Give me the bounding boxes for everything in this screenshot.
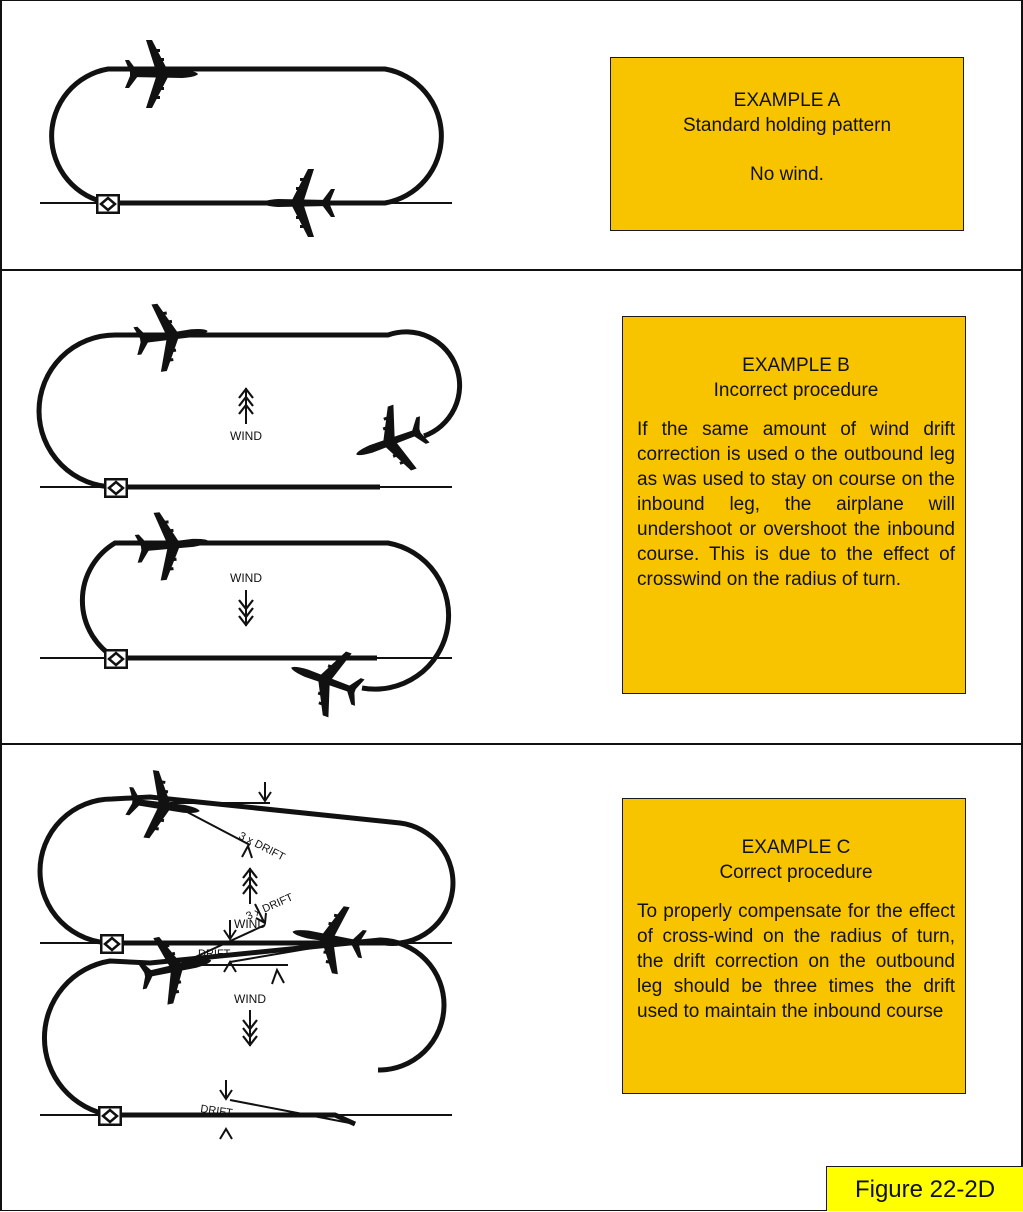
example-b-subtitle: Incorrect procedure bbox=[713, 380, 879, 401]
example-b-pattern-wind-down: WIND bbox=[40, 507, 452, 725]
holding-track-inbound-drift bbox=[229, 1099, 356, 1125]
example-c-box: EXAMPLE C Correct procedure To properly … bbox=[622, 798, 966, 1094]
airplane-icon bbox=[122, 767, 205, 845]
example-c-pattern-wind-up: 3 x DRIFT WIND DRIFT bbox=[37, 767, 456, 978]
airplane-icon bbox=[344, 397, 437, 487]
drift-arrow-icon bbox=[219, 1080, 233, 1101]
wind-arrow-up-icon bbox=[241, 866, 259, 906]
example-b-pattern-wind-up: WIND bbox=[36, 297, 463, 498]
example-a-pattern bbox=[40, 40, 452, 237]
example-c-title: EXAMPLE C bbox=[741, 837, 851, 858]
fix-icon bbox=[104, 478, 128, 498]
drift-arrow-icon bbox=[241, 843, 253, 859]
airplane-icon bbox=[286, 898, 371, 978]
example-c-body: To properly compensate for the effect of… bbox=[637, 901, 955, 1022]
wind-label: WIND bbox=[230, 571, 262, 585]
wind-arrow-up-icon bbox=[237, 386, 255, 426]
example-b-box: EXAMPLE B Incorrect procedure If the sam… bbox=[622, 316, 966, 694]
wind-arrow-down-icon bbox=[237, 588, 255, 628]
drift-arrow-icon bbox=[254, 903, 267, 925]
drift-arrow-icon bbox=[223, 920, 237, 941]
example-a-title: EXAMPLE A bbox=[733, 90, 841, 111]
airplane-icon bbox=[132, 507, 213, 583]
drift-arrow-icon bbox=[219, 1127, 233, 1140]
drift-arrow-icon bbox=[271, 967, 285, 985]
airplane-icon bbox=[125, 40, 198, 108]
figure-label: Figure 22-2D bbox=[826, 1166, 1023, 1211]
fix-icon bbox=[104, 649, 128, 669]
holding-track bbox=[79, 540, 452, 692]
example-a-subtitle: Standard holding pattern bbox=[682, 115, 892, 136]
drift-correction-line bbox=[177, 924, 266, 966]
wind-arrow-down-icon bbox=[241, 1008, 259, 1048]
fix-icon bbox=[100, 934, 124, 954]
example-b-body: If the same amount of wind drift correct… bbox=[637, 419, 955, 590]
example-a-box: EXAMPLE A Standard holding pattern No wi… bbox=[610, 57, 964, 231]
example-c-subtitle: Correct procedure bbox=[719, 862, 873, 883]
drift-label: 3 x DRIFT bbox=[237, 830, 287, 864]
fix-icon bbox=[98, 1106, 122, 1126]
holding-track bbox=[49, 66, 444, 206]
holding-track bbox=[41, 937, 447, 1127]
holding-track bbox=[37, 794, 456, 946]
fix-icon bbox=[96, 194, 120, 214]
wind-label: WIND bbox=[230, 429, 262, 443]
example-a-note: No wind. bbox=[750, 164, 824, 185]
drift-label: 3 x DRIFT bbox=[244, 891, 295, 922]
wind-label: WIND bbox=[234, 992, 266, 1006]
airplane-icon bbox=[132, 927, 219, 1009]
example-b-title: EXAMPLE B bbox=[742, 355, 850, 376]
airplane-icon bbox=[279, 635, 372, 725]
drift-label: DRIFT bbox=[200, 1103, 234, 1119]
airplane-icon bbox=[262, 169, 335, 237]
drift-arrow-icon bbox=[223, 960, 237, 973]
holding-track bbox=[36, 329, 463, 490]
drift-arrow-icon bbox=[258, 782, 272, 803]
